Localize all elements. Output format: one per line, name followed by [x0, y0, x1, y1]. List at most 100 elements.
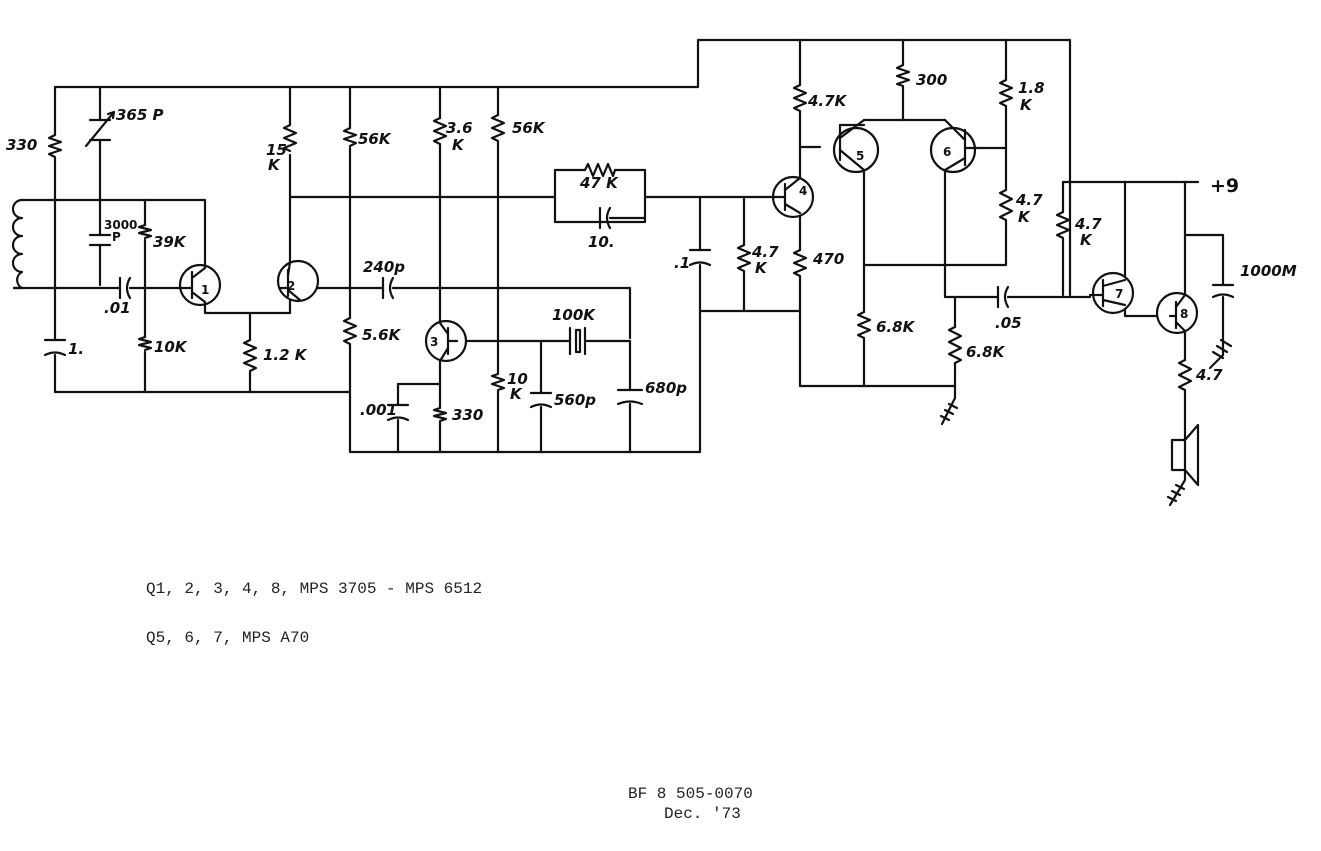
resistor-330: [47, 133, 63, 162]
resistor-5-6k: [342, 316, 358, 350]
label-c680: 680p: [645, 379, 687, 397]
label-c10: 10.: [588, 233, 615, 251]
resistor-470: [792, 248, 808, 282]
label-crystal: 100K: [552, 306, 596, 324]
transistors: 1 2 3 4 5 6 7: [178, 118, 1199, 363]
wires: [12, 38, 1225, 454]
label-c240: 240p: [363, 258, 405, 276]
transistor-q8: 8: [1155, 291, 1199, 335]
resistor-1-8k: [998, 78, 1014, 112]
label-r56k-b: 56K: [512, 119, 546, 137]
transistor-q4-label: 4: [799, 184, 807, 198]
label-c3000a: 3000: [104, 218, 137, 232]
capacitors: [43, 110, 1235, 422]
resistor-3-6k: [432, 116, 448, 150]
label-c365: 365 P: [116, 106, 164, 124]
label-r47k: 47 K: [579, 174, 619, 192]
label-r18-b: K: [1020, 96, 1033, 114]
label-r47k-top: 4.7K: [807, 92, 848, 110]
transistor-q3: 3: [424, 319, 468, 363]
label-c-dot1: .1: [674, 254, 690, 272]
resistor-56k-b: [490, 113, 506, 147]
label-r330: 330: [6, 136, 37, 154]
resistor-300: [895, 63, 911, 92]
transistor-q3-label: 3: [430, 335, 438, 349]
label-r47-3b: K: [1080, 231, 1093, 249]
resistor-6-8k-a: [856, 310, 872, 344]
parts-note-1: Q1, 2, 3, 4, 8, MPS 3705 - MPS 6512: [146, 580, 483, 598]
transistor-q7-label: 7: [1115, 287, 1123, 301]
capacitor-680p: [616, 388, 644, 406]
label-r15k-b: K: [268, 156, 281, 174]
resistor-56k-a: [342, 126, 358, 148]
transistor-q5: 5: [832, 118, 880, 174]
label-c560: 560p: [554, 391, 596, 409]
label-r330b: 330: [452, 406, 483, 424]
capacitor-3000p: [88, 233, 112, 247]
capacitor-05: [996, 285, 1010, 309]
label-r47-1b: K: [755, 259, 768, 277]
label-r47-2a: 4.7: [1015, 191, 1043, 209]
capacitor-365p: [84, 110, 116, 148]
ground-symbol: [1166, 478, 1187, 507]
label-c1000: 1000M: [1240, 262, 1297, 280]
resistor-4-7k-c: [1055, 210, 1071, 244]
transistor-q8-label: 8: [1180, 307, 1188, 321]
label-r47-3a: 4.7: [1074, 215, 1102, 233]
label-r470: 470: [812, 250, 844, 268]
transistor-q6-label: 6: [943, 145, 951, 159]
transistor-q1: 1: [178, 258, 222, 308]
label-c1: 1.: [68, 340, 84, 358]
label-r39k: 39K: [153, 233, 187, 251]
label-r10kb-a: 10: [507, 370, 528, 388]
label-r47-4: 4.7: [1195, 366, 1223, 384]
label-r68k-b: 6.8K: [966, 343, 1006, 361]
capacitor-01: [118, 276, 132, 300]
transistor-q5-label: 5: [856, 149, 864, 163]
resistor-15k: [282, 123, 298, 153]
resistor-39k: [137, 223, 153, 240]
capacitor-1000m: [1211, 283, 1235, 299]
crystal-100k: [563, 326, 592, 356]
label-r47-2b: K: [1018, 208, 1031, 226]
transistor-q1-label: 1: [201, 283, 209, 297]
transistor-q2-label: 2: [287, 279, 295, 293]
speaker: [1170, 423, 1200, 487]
label-c3000b: P: [112, 230, 121, 244]
resistor-47k: [583, 162, 617, 178]
resistor-4-7-out: [1177, 358, 1193, 397]
resistor-10k: [137, 335, 153, 352]
label-r47-1a: 4.7: [751, 243, 779, 261]
resistors: [47, 63, 1193, 423]
label-r36k-a: 3.6: [446, 119, 473, 137]
antenna-coil: [11, 198, 57, 290]
label-r300: 300: [916, 71, 947, 89]
component-labels: 330 365 P 3000 P 39K .01 10K 1. 15 K 1.2…: [6, 71, 1297, 424]
label-r18-a: 1.8: [1018, 79, 1045, 97]
label-plus9: +9: [1210, 175, 1239, 197]
label-r36k-b: K: [452, 136, 465, 154]
capacitor-560p: [529, 391, 553, 409]
drawing-date: Dec. '73: [664, 805, 741, 823]
label-r15k-a: 15: [266, 141, 287, 159]
drawing-reference: BF 8 505-0070: [628, 785, 753, 803]
resistor-4-7k-a: [736, 243, 752, 277]
capacitor-001: [386, 403, 410, 422]
resistor-4-7k-b: [998, 188, 1014, 227]
capacitor-1: [43, 338, 67, 357]
ground-symbol: [939, 396, 959, 426]
label-r10kb-b: K: [510, 385, 523, 403]
transistor-q4: 4: [771, 175, 815, 219]
label-c001: .001: [360, 401, 397, 419]
transistor-q2: 2: [276, 259, 320, 303]
label-c01: .01: [104, 299, 131, 317]
resistor-330-b: [432, 406, 448, 423]
capacitor-10: [598, 206, 612, 230]
capacitor-dot1: [688, 248, 712, 267]
label-r68k-a: 6.8K: [876, 318, 916, 336]
label-r56k-2: 5.6K: [362, 326, 402, 344]
resistor-4-7k-top: [792, 83, 808, 117]
label-r12k: 1.2 K: [263, 346, 308, 364]
label-r10k: 10K: [154, 338, 188, 356]
